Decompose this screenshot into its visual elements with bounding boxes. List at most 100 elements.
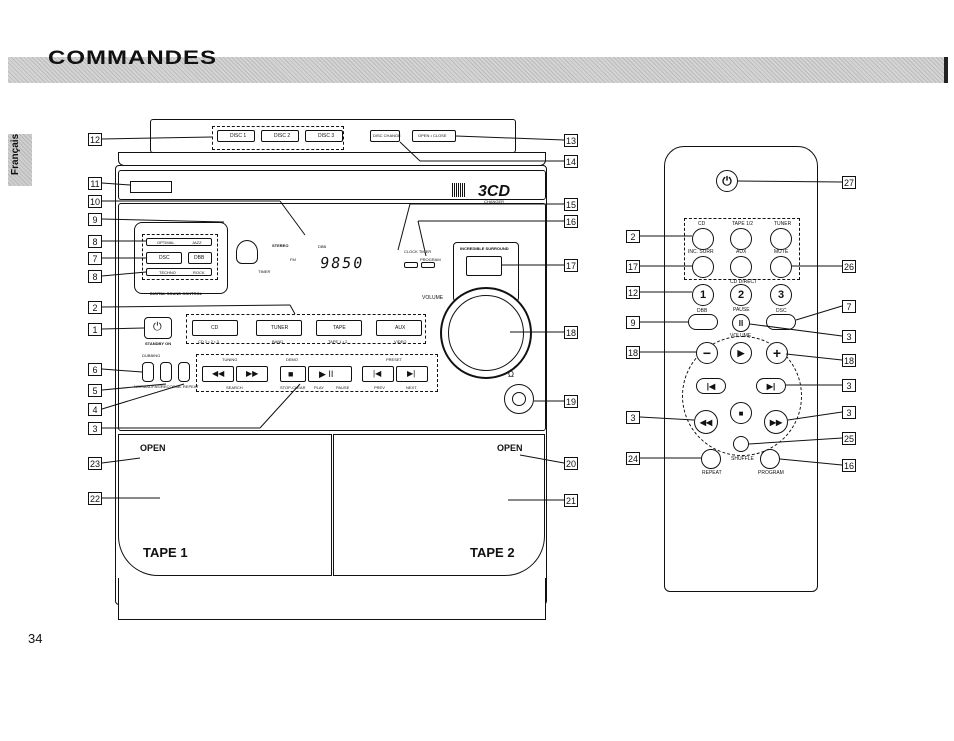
forward-icon: ▶▶ xyxy=(769,417,783,427)
callout-11: 11 xyxy=(88,177,102,190)
record-label: RECORD xyxy=(161,384,179,389)
prev-icon: |◀ xyxy=(373,369,382,378)
tuning-label: TUNING xyxy=(222,357,238,362)
program-label: PROGRAM xyxy=(420,257,441,262)
remote-cd-button[interactable] xyxy=(692,228,714,250)
remote-program-label: PROGRAM xyxy=(758,470,784,476)
remote-program-button[interactable] xyxy=(760,449,780,469)
forward-button[interactable]: ▶▶ xyxy=(236,366,268,382)
remote-prev-button[interactable]: |◀ xyxy=(696,378,726,394)
next-button[interactable]: ▶| xyxy=(396,366,428,382)
band-label: BAND xyxy=(272,339,284,344)
callout-18: 18 xyxy=(564,326,578,339)
display-fm: FM xyxy=(290,257,296,262)
remote-rewind-button[interactable]: ◀◀ xyxy=(694,410,718,434)
prev-button[interactable]: |◀ xyxy=(362,366,394,382)
program-button[interactable] xyxy=(421,262,435,268)
clock-timer-button[interactable] xyxy=(404,262,418,268)
open-close-button[interactable]: OPEN • CLOSE xyxy=(412,130,456,142)
pause-label: PAUSE xyxy=(336,385,350,390)
remote-power-button[interactable]: ⏻ xyxy=(716,170,738,192)
stop-button[interactable]: ■ xyxy=(280,366,306,382)
tape-source-button[interactable]: TAPE xyxy=(316,320,362,336)
remote-tape-button[interactable] xyxy=(730,228,752,250)
volume-knob[interactable] xyxy=(440,287,532,379)
remote-forward-button[interactable]: ▶▶ xyxy=(764,410,788,434)
remote-source-frame xyxy=(684,218,800,280)
callout-10: 10 xyxy=(88,195,102,208)
normal-fast-label: NORMAL/FAST xyxy=(134,384,163,389)
remote-inc-surr-label: INC. SURR xyxy=(688,249,714,255)
disc-change-button[interactable]: DISC CHANGE xyxy=(370,130,401,142)
tape2-door[interactable] xyxy=(333,434,545,576)
tuner-source-button[interactable]: TUNER xyxy=(256,320,302,336)
remote-dbb-button[interactable] xyxy=(688,314,718,330)
remote-repeat-button[interactable] xyxy=(701,449,721,469)
tape1-label: TAPE 1 xyxy=(143,545,188,560)
remote-cd-label: CD xyxy=(698,221,706,227)
remote-aux-button[interactable] xyxy=(730,256,752,278)
remote-next-button[interactable]: ▶| xyxy=(756,378,786,394)
remote-tuner-button[interactable] xyxy=(770,228,792,250)
remote-callout-26: 26 xyxy=(842,260,856,273)
stop-icon: ■ xyxy=(288,369,294,379)
remote-callout-9: 9 xyxy=(626,316,640,329)
remote-mute-label: MUTE xyxy=(774,249,789,255)
remote-callout-12: 12 xyxy=(626,286,640,299)
tape12-label: TAPE 1 • 2 xyxy=(328,339,348,344)
callout-12: 12 xyxy=(88,133,102,146)
callout-21: 21 xyxy=(564,494,578,507)
remote-tape-label: TAPE 1/2 xyxy=(732,221,754,227)
callout-8b: 8 xyxy=(88,270,102,283)
cd-sub-label: CD 1 • 2 • 3 xyxy=(198,339,219,344)
3cd-logo: 3CD xyxy=(478,183,511,200)
remote-play-button[interactable]: ▶ xyxy=(730,342,752,364)
incredible-surround-button[interactable] xyxy=(466,256,502,276)
callout-23: 23 xyxy=(88,457,102,470)
standby-button[interactable]: ⏻ xyxy=(144,317,172,339)
dsc-button[interactable]: DSC xyxy=(146,252,182,264)
top-rim xyxy=(118,152,546,166)
remote-callout-27: 27 xyxy=(842,176,856,189)
callout-17: 17 xyxy=(564,259,578,272)
remote-stop-button[interactable]: ■ xyxy=(730,402,752,424)
dubbing-button[interactable] xyxy=(142,362,154,382)
disc1-button[interactable]: DISC 1 xyxy=(217,130,255,142)
header-banner xyxy=(8,57,948,83)
remote-inc-surr-button[interactable] xyxy=(692,256,714,278)
preset-label: PRESET xyxy=(386,357,403,362)
rewind-button[interactable]: ◀◀ xyxy=(202,366,234,382)
remote-shuffle-button[interactable] xyxy=(733,436,749,452)
remote-digit-2[interactable]: 2 xyxy=(730,284,752,306)
compact-disc-logo xyxy=(452,183,466,197)
video-label: VIDEO xyxy=(394,339,407,344)
remote-pause-button[interactable]: II xyxy=(732,314,750,332)
remote-digit-1[interactable]: 1 xyxy=(692,284,714,306)
remote-volume-down[interactable]: − xyxy=(696,342,718,364)
remote-callout-17: 17 xyxy=(626,260,640,273)
remote-callout-2: 2 xyxy=(626,230,640,243)
cd-slot-panel xyxy=(118,170,546,200)
cd-source-button[interactable]: CD xyxy=(192,320,238,336)
disc3-button[interactable]: DISC 3 xyxy=(305,130,343,142)
rewind-icon: ◀◀ xyxy=(212,369,225,378)
tape1-door[interactable] xyxy=(118,434,332,576)
play-pause-button[interactable]: ▶ II xyxy=(308,366,352,382)
remote-volume-up[interactable]: + xyxy=(766,342,788,364)
repeat-button[interactable] xyxy=(178,362,190,382)
disc2-button[interactable]: DISC 2 xyxy=(261,130,299,142)
volume-label: VOLUME xyxy=(422,295,444,301)
record-button[interactable] xyxy=(160,362,172,382)
remote-digit-3[interactable]: 3 xyxy=(770,284,792,306)
display-stereo: STEREO xyxy=(272,243,289,248)
callout-5: 5 xyxy=(88,384,102,397)
headphone-jack[interactable] xyxy=(504,384,534,414)
remote-mute-button[interactable] xyxy=(770,256,792,278)
remote-dsc-button[interactable] xyxy=(766,314,796,330)
dbb-button[interactable]: DBB xyxy=(188,252,212,264)
aux-source-button[interactable]: AUX xyxy=(376,320,422,336)
a-repeat-label: A. REPEAT xyxy=(178,384,199,389)
